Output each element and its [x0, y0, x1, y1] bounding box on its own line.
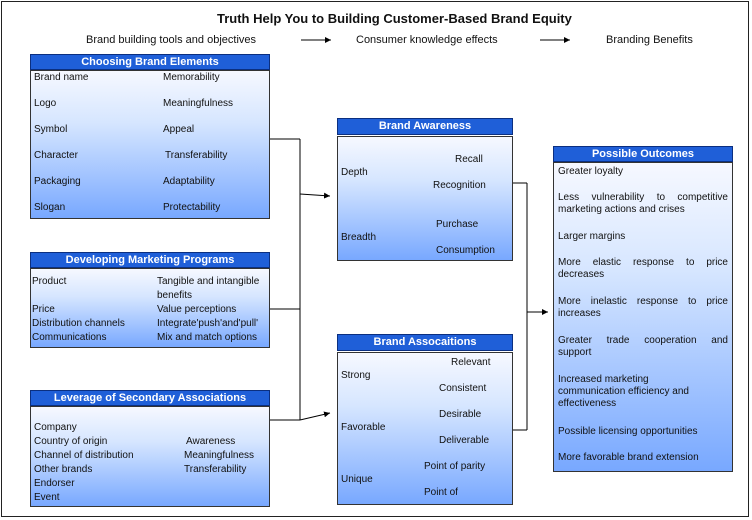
secondary-right-1: Meaningfulness: [184, 450, 255, 461]
to-awareness-arrow: [299, 192, 331, 199]
outcome-7: Possible licensing opportunities: [558, 426, 698, 437]
associations-strong-1: Consistent: [439, 383, 487, 394]
outcome-0: Greater loyalty: [558, 166, 624, 177]
secondary-box: [30, 406, 270, 507]
secondary-left-2: Channel of distribution: [34, 450, 134, 461]
outcome-1: Less vulnerability to competitive market…: [558, 192, 728, 215]
programs-right-3: Integrate'push'and'pull': [157, 318, 259, 329]
choosing-left-2: Symbol: [34, 124, 68, 135]
secondary-right-2: Transferability: [184, 464, 247, 475]
secondary-header: Leverage of Secondary Associations: [30, 390, 270, 406]
programs-header: Developing Marketing Programs: [30, 252, 270, 268]
associations-box: [337, 352, 513, 505]
choosing-right-0: Memorability: [163, 72, 220, 83]
subtitle-tools: Brand building tools and objectives: [86, 34, 257, 46]
awareness-depth-1: Recognition: [433, 180, 486, 191]
to-associations-arrow: [299, 411, 331, 421]
choosing-left-0: Brand name: [34, 72, 89, 83]
programs-right-2: Value perceptions: [157, 304, 237, 315]
outcome-4: More inelastic response to price increas…: [558, 296, 728, 319]
subtitle-benefits: Branding Benefits: [606, 34, 693, 46]
programs-left-0: Product: [32, 276, 67, 287]
associations-header: Brand Assocaitions: [337, 334, 513, 351]
programs-right-0: Tangible and intangible: [157, 276, 260, 287]
programs-right-1: benefits: [157, 290, 193, 301]
associations-favorable: Favorable: [341, 422, 386, 433]
awareness-breadth: Breadth: [341, 232, 377, 243]
associations-strong-0: Relevant: [451, 357, 491, 368]
outcome-5: Greater trade cooperation and support: [558, 335, 728, 358]
associations-favorable-1: Deliverable: [439, 435, 490, 446]
associations-unique-0: Point of parity: [424, 461, 486, 472]
choosing-left-3: Character: [34, 150, 78, 161]
awareness-breadth-0: Purchase: [436, 219, 479, 230]
associations-unique: Unique: [341, 474, 373, 485]
choosing-left-4: Packaging: [34, 176, 81, 187]
choosing-right-2: Appeal: [163, 124, 195, 135]
awareness-box: [337, 136, 513, 261]
outcomes-header: Possible Outcomes: [553, 146, 733, 162]
awareness-depth: Depth: [341, 167, 368, 178]
secondary-right-0: Awareness: [186, 436, 236, 447]
secondary-left-0: Company: [34, 422, 77, 433]
associations-unique-1: Point of: [424, 487, 458, 498]
secondary-left-4: Endorser: [34, 478, 75, 489]
awareness-header: Brand Awareness: [337, 118, 513, 135]
secondary-left-1: Country of origin: [34, 436, 108, 447]
choosing-right-3: Transferability: [165, 150, 228, 161]
programs-left-4: Communications: [32, 332, 107, 343]
choosing-right-4: Adaptability: [163, 176, 215, 187]
choosing-header: Choosing Brand Elements: [30, 54, 270, 70]
choosing-left-1: Logo: [34, 98, 57, 109]
outcomes-box: [553, 162, 733, 472]
choosing-right-1: Meaningfulness: [163, 98, 234, 109]
secondary-left-3: Other brands: [34, 464, 93, 475]
outcome-6: Increased marketing communication effici…: [558, 374, 689, 409]
choosing-right-5: Protectability: [163, 202, 221, 213]
outcome-8: More favorable brand extension: [558, 452, 699, 463]
outcome-3: More elastic response to price decreases: [558, 257, 728, 280]
diagram-title: Truth Help You to Building Customer-Base…: [217, 11, 572, 26]
associations-favorable-0: Desirable: [439, 409, 482, 420]
choosing-box: [30, 70, 270, 219]
secondary-left-5: Event: [34, 492, 60, 503]
programs-box: [30, 268, 270, 348]
programs-right-4: Mix and match options: [157, 332, 258, 343]
awareness-depth-0: Recall: [455, 154, 483, 165]
choosing-left-5: Slogan: [34, 202, 66, 213]
awareness-breadth-1: Consumption: [436, 245, 495, 256]
outcome-2: Larger margins: [558, 231, 626, 242]
subtitle-effects: Consumer knowledge effects: [356, 34, 498, 46]
programs-left-3: Distribution channels: [32, 318, 125, 329]
programs-left-2: Price: [32, 304, 55, 315]
associations-strong: Strong: [341, 370, 371, 381]
